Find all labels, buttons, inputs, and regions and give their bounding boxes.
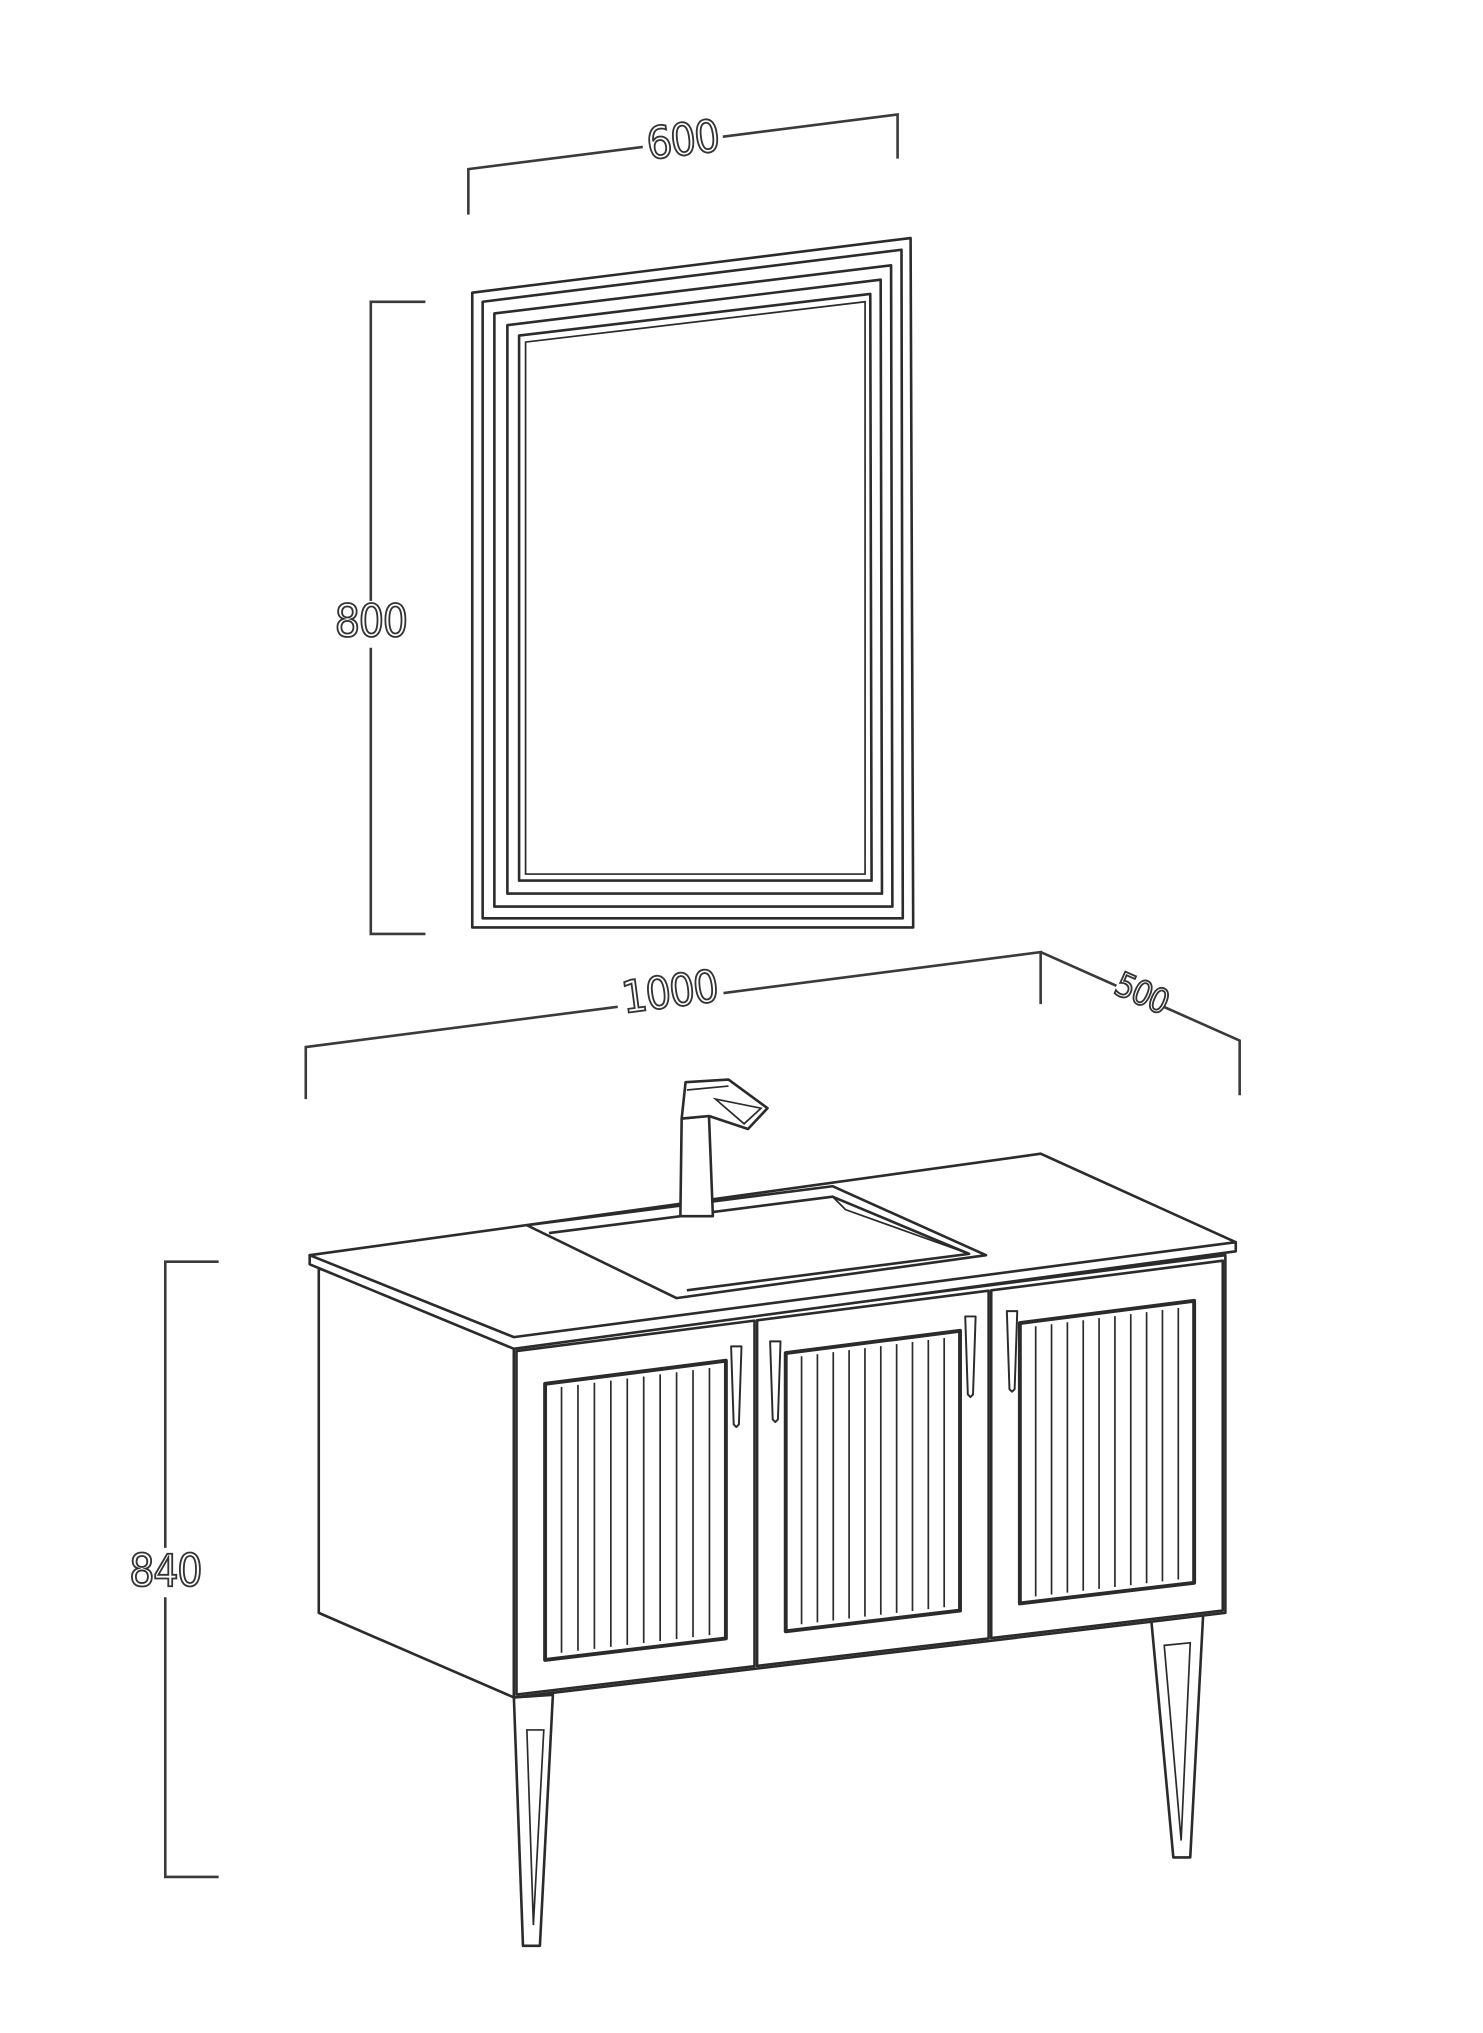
door-handle (964, 1315, 977, 1399)
fluted-panel (783, 1328, 962, 1634)
cabinet-legs (512, 1611, 1205, 1948)
door-handle (730, 1345, 743, 1429)
fluted-panel (1017, 1298, 1197, 1606)
countertop (308, 1152, 1238, 1351)
leg-right (1149, 1611, 1205, 1859)
mirror-width-label: 600 (644, 111, 722, 170)
cabinet-door (989, 1259, 1225, 1640)
faucet (679, 1078, 769, 1218)
cabinet-door (755, 1289, 990, 1668)
door-handle (769, 1340, 782, 1424)
cabinet-width-dimension: 1000 (304, 950, 1042, 1100)
cabinet-width-label: 1000 (619, 961, 721, 1024)
cabinet-depth-label: 500 (1109, 964, 1174, 1022)
cabinet-door (515, 1319, 756, 1696)
cabinet-height-dimension: 840 (117, 1260, 219, 1879)
cabinet (317, 1253, 1227, 1699)
door-handle (1005, 1310, 1019, 1393)
mirror-height-label: 800 (335, 596, 407, 647)
mirror-width-dimension: 600 (467, 110, 899, 215)
mirror (470, 236, 915, 929)
cabinet-depth-dimension: 500 (1040, 950, 1241, 1096)
fluted-panel (543, 1358, 728, 1662)
mirror-height-dimension: 800 (325, 300, 426, 936)
cabinet-height-label: 840 (129, 1546, 201, 1597)
